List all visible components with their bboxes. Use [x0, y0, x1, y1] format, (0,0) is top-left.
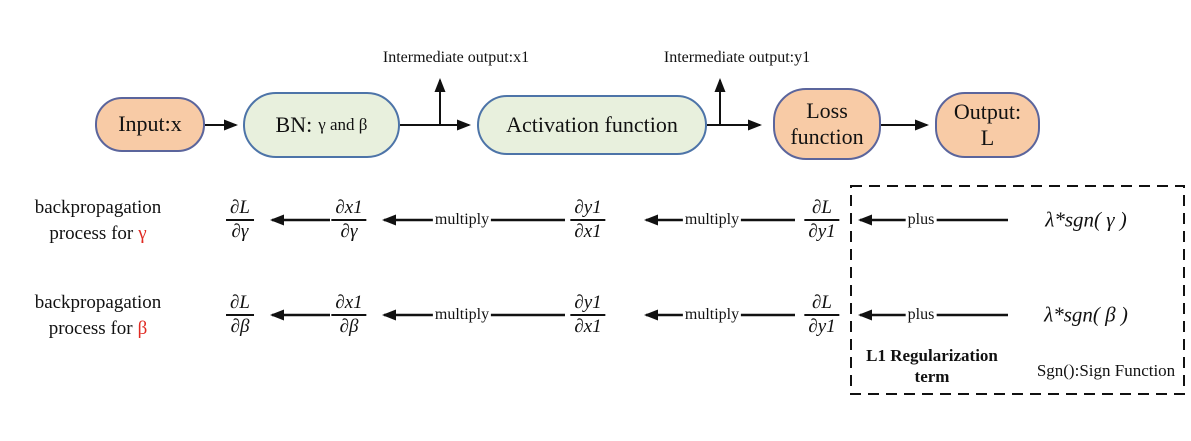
- fraction-dx1-dbeta: ∂x1∂β: [331, 292, 367, 338]
- node-bn-label: BN:: [275, 111, 313, 137]
- gamma-multiply-label-1: multiply: [432, 211, 492, 229]
- intermediate-output-y1-label: Intermediate output:y1: [663, 49, 811, 66]
- beta-multiply-label-1: multiply: [432, 306, 492, 324]
- node-input: Input:x: [95, 97, 205, 152]
- intermediate-output-x1-label: Intermediate output:x1: [382, 49, 530, 66]
- fraction-dL-dgamma: ∂L∂γ: [226, 197, 254, 243]
- node-activation-label: Activation function: [506, 111, 678, 137]
- lambda-sgn-beta: λ*sgn( β ): [1044, 302, 1128, 327]
- fraction-dL-dbeta: ∂L∂β: [226, 292, 254, 338]
- fraction-dL-dy1-beta: ∂L∂y1: [804, 292, 840, 338]
- node-output: Output:L: [935, 92, 1040, 158]
- node-input-label: Input:x: [118, 111, 182, 137]
- node-output-label: Output:L: [953, 98, 1022, 150]
- sgn-function-note: Sgn():Sign Function: [1036, 361, 1176, 380]
- beta-plus-label: plus: [905, 306, 937, 324]
- node-batch-norm: BN: γ and β: [243, 92, 400, 158]
- gamma-multiply-label-2: multiply: [682, 211, 742, 229]
- fraction-dL-dy1-gamma: ∂L∂y1: [804, 197, 840, 243]
- gamma-symbol: γ: [138, 223, 147, 244]
- gamma-plus-label: plus: [905, 211, 937, 229]
- node-bn-params-label: γ and β: [318, 114, 368, 134]
- fraction-dy1-dx1-gamma: ∂y1∂x1: [570, 197, 606, 243]
- node-activation: Activation function: [477, 95, 707, 155]
- fraction-dy1-dx1-beta: ∂y1∂x1: [570, 292, 606, 338]
- beta-symbol: β: [137, 318, 148, 339]
- beta-multiply-label-2: multiply: [682, 306, 742, 324]
- fraction-dx1-dgamma: ∂x1∂γ: [331, 197, 367, 243]
- lambda-sgn-gamma: λ*sgn( γ ): [1045, 207, 1127, 232]
